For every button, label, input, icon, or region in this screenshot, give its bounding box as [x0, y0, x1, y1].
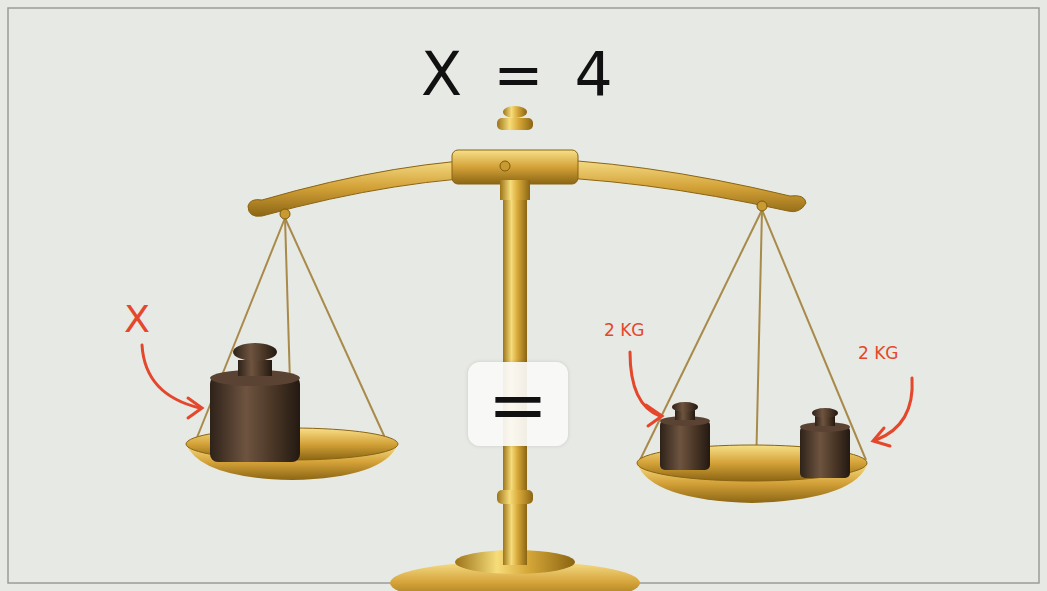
weight-label: 2 KG — [604, 322, 645, 339]
scale-beam — [248, 150, 806, 219]
variable-label: X — [124, 300, 150, 338]
scale-chains — [196, 210, 866, 470]
weight-2kg — [660, 402, 710, 470]
frame — [8, 8, 1039, 583]
weight-x — [210, 343, 300, 462]
equals-box: = — [468, 362, 568, 446]
title-equation: X = 4 — [421, 44, 619, 104]
weight-2kg — [800, 408, 850, 478]
weight-label: 2 KG — [858, 345, 899, 362]
equals-sign: = — [488, 368, 548, 440]
callout-arrows — [142, 345, 912, 446]
